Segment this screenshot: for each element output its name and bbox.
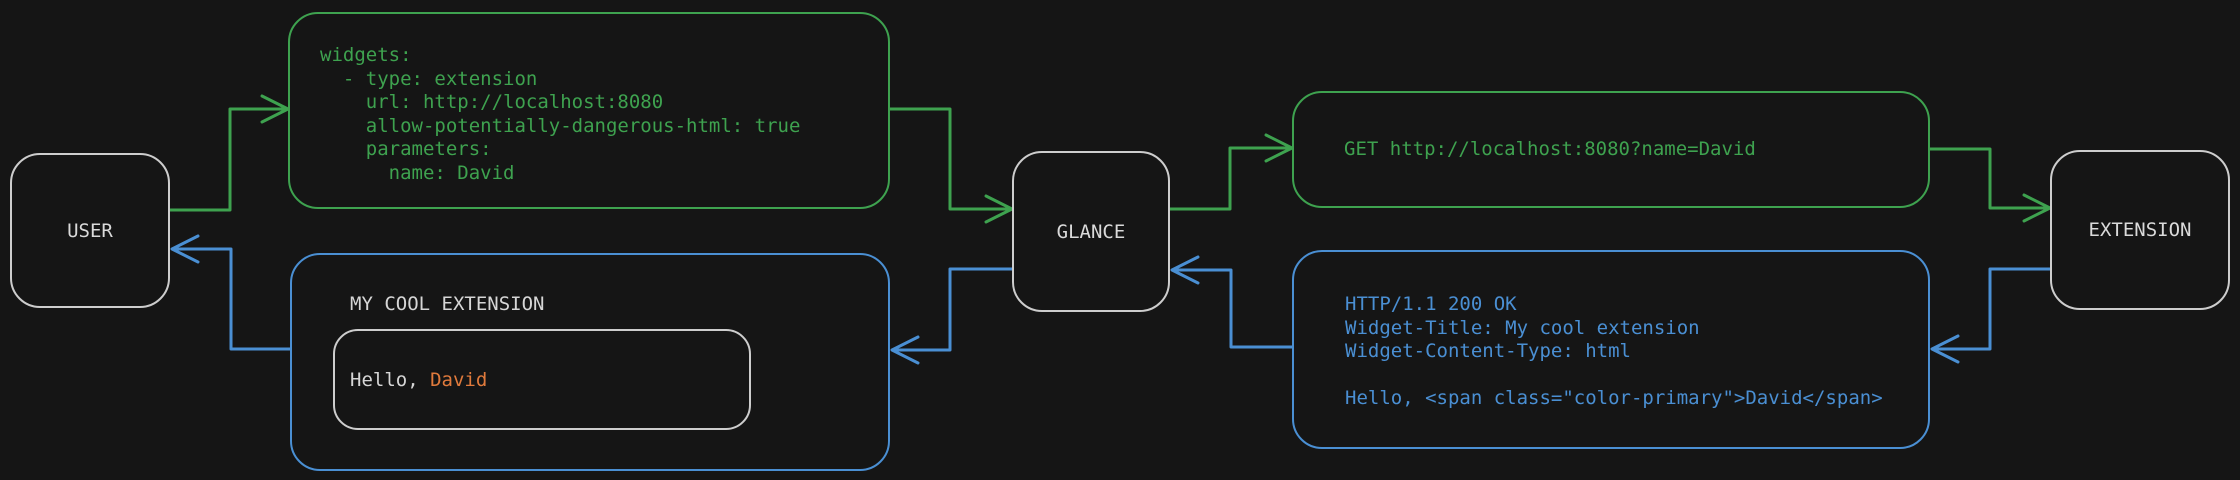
greeting-name: David [430, 368, 488, 391]
user-node-label: USER [67, 219, 113, 242]
arrow-glance-to-request [1168, 133, 1294, 211]
arrow-glance-to-widget [890, 267, 1014, 365]
arrow-config-to-glance [888, 107, 1014, 224]
arrow-widget-to-user [170, 234, 292, 351]
widget-title: MY COOL EXTENSION [350, 293, 545, 315]
extension-node: EXTENSION [2050, 150, 2230, 310]
yaml-config-box: widgets: - type: extension url: http://l… [288, 12, 890, 209]
arrow-request-to-extension [1928, 147, 2052, 223]
arrow-user-to-config [168, 94, 290, 212]
glance-node-label: GLANCE [1056, 220, 1126, 243]
http-response-box: HTTP/1.1 200 OK Widget-Title: My cool ex… [1292, 250, 1930, 449]
glance-node: GLANCE [1012, 151, 1170, 312]
http-request-box: GET http://localhost:8080?name=David [1292, 91, 1930, 208]
greeting-prefix: Hello, [350, 368, 431, 391]
http-response-code: HTTP/1.1 200 OK Widget-Title: My cool ex… [1345, 293, 1883, 409]
extension-node-label: EXTENSION [2088, 219, 2192, 241]
user-node: USER [10, 153, 170, 308]
rendered-widget-box: MY COOL EXTENSION Hello, David [290, 253, 890, 471]
widget-greeting-frame: Hello, David [333, 329, 751, 430]
http-request-text: GET http://localhost:8080?name=David [1344, 137, 1756, 160]
yaml-config-code: widgets: - type: extension url: http://l… [320, 44, 801, 184]
arrow-response-to-glance [1170, 255, 1294, 349]
arrow-extension-to-response [1930, 267, 2052, 364]
